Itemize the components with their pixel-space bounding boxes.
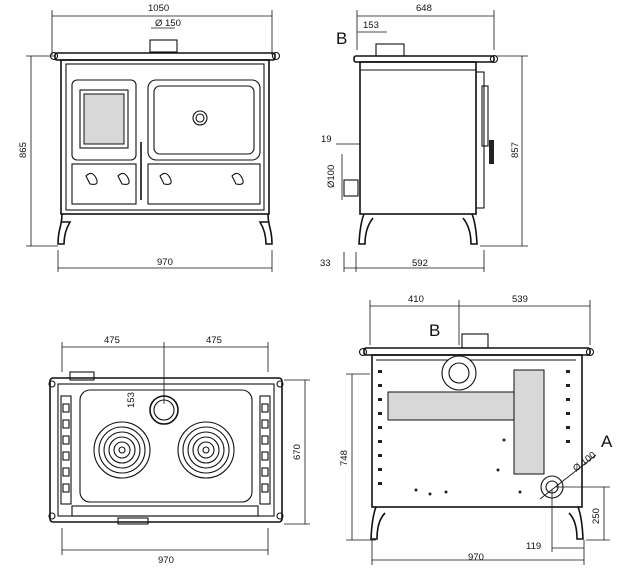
front-top-plate xyxy=(54,52,276,61)
top-right-half-dimension: 475 xyxy=(206,335,222,346)
top-left-half-dimension: 475 xyxy=(104,335,120,346)
side-top-gap-dimension: 19 xyxy=(321,134,332,145)
front-base-dimension: 970 xyxy=(157,257,173,268)
front-height-dimension: 865 xyxy=(18,142,29,158)
side-height-dimension: 857 xyxy=(510,142,521,158)
rear-height-dimension: 748 xyxy=(339,450,350,466)
rear-label-b: B xyxy=(429,321,440,340)
rear-left-dimension: 410 xyxy=(408,294,424,305)
cooktop-plate xyxy=(79,389,253,503)
side-pipe-dimension: Ø100 xyxy=(326,165,337,188)
rear-view: 410 539 B Ø 100 A xyxy=(339,294,613,565)
top-view: 475 475 153 xyxy=(48,335,310,566)
side-base-dimension: 592 xyxy=(412,258,428,269)
side-view: B 648 153 19 Ø100 857 xyxy=(320,3,528,272)
front-right-foot xyxy=(258,213,273,245)
top-base-dimension: 970 xyxy=(158,555,174,566)
ash-drawer xyxy=(71,163,137,205)
front-flue-collar xyxy=(149,39,178,53)
firebox-door xyxy=(71,79,137,161)
front-width-dimension: 1050 xyxy=(148,3,169,14)
storage-drawer xyxy=(147,163,261,205)
top-frame xyxy=(49,377,283,523)
oven-door xyxy=(147,79,261,161)
side-foot-dimension: 33 xyxy=(320,258,331,269)
side-pipe xyxy=(343,179,359,197)
right-hotplate xyxy=(177,421,235,479)
rear-vertical-panel xyxy=(513,369,545,475)
rear-horizontal-panel xyxy=(387,391,521,421)
side-body xyxy=(359,61,477,215)
rear-right-foot xyxy=(568,506,584,540)
top-flue-ring xyxy=(149,395,179,425)
rear-flue-outlet xyxy=(441,355,477,391)
top-flue-offset-dimension: 153 xyxy=(126,392,137,408)
rear-a-offset-dimension: 119 xyxy=(526,541,541,552)
side-flue-offset-dimension: 153 xyxy=(363,20,379,31)
side-front-foot xyxy=(358,213,374,245)
side-rear-foot xyxy=(462,213,478,245)
top-depth-dimension: 670 xyxy=(292,444,303,460)
left-hotplate xyxy=(93,421,151,479)
side-label-b: B xyxy=(336,29,347,48)
side-flue-collar xyxy=(375,43,405,57)
front-flue-dimension: Ø 150 xyxy=(155,18,181,29)
rear-base-dimension: 970 xyxy=(468,552,484,563)
rear-body xyxy=(371,354,583,508)
rear-left-foot xyxy=(370,506,386,540)
side-depth-dimension: 648 xyxy=(416,3,432,14)
rear-pipe-dimension: Ø 100 xyxy=(571,450,598,475)
front-left-foot xyxy=(57,213,72,245)
rear-right-dimension: 539 xyxy=(512,294,528,305)
rear-label-a: A xyxy=(601,432,613,451)
oven-thermometer xyxy=(192,110,208,126)
front-view: 1050 Ø 150 xyxy=(18,3,281,272)
rear-a-height-dimension: 250 xyxy=(591,508,602,524)
